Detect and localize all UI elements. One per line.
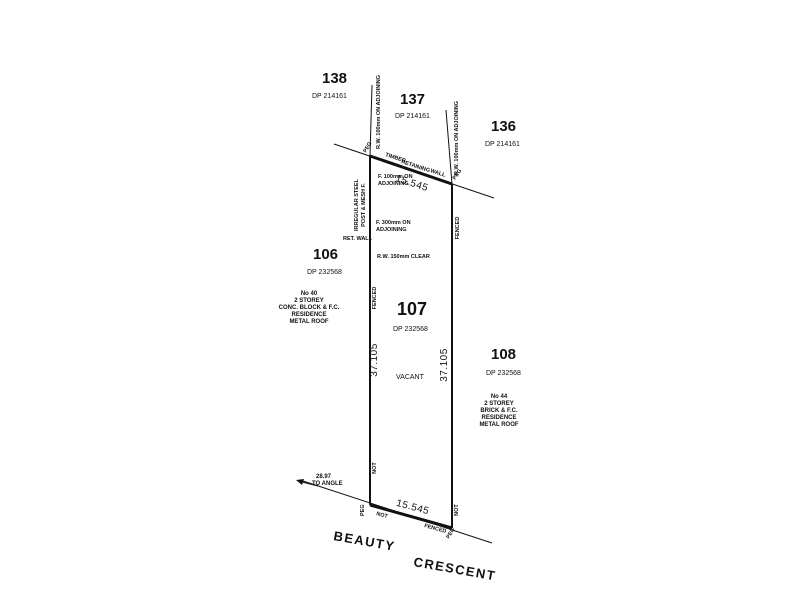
to-angle-arrowhead [296,479,304,485]
peg-bottom-right: PEG [446,527,457,540]
lot-106-number: 106 [313,246,338,263]
lot-136-number: 136 [491,118,516,135]
annotation-steel-post: POST & MESH F. [361,183,367,227]
annotation-wall: WALL [429,168,446,179]
dimension-to-angle-label: TO ANGLE [312,481,343,487]
residence-east-line: METAL ROOF [479,422,518,428]
lot-137-number: 137 [400,91,425,108]
annotation-fenced-bottom: FENCED [423,523,446,535]
residence-west-line: 2 STOREY [294,298,324,304]
dimension-left: 37.105 [369,343,380,377]
rw-top-right: R.W. 100mm ON ADJOINING [454,101,460,175]
peg-bottom-left: PEG [360,504,366,516]
annotation-rw150: R.W. 150mm CLEAR [377,254,430,260]
street-name-beauty: BEAUTY [332,528,396,554]
lot-107-frontage [369,503,453,530]
residence-east-line: RESIDENCE [481,415,516,421]
lot-107-status: VACANT [396,374,425,381]
annotation-not-left: NOT [372,462,378,474]
lot-137-dp: DP 214161 [395,113,430,120]
residence-east-line: No 44 [491,394,508,400]
residence-west-line: RESIDENCE [291,312,326,318]
lot-138-dp: DP 214161 [312,93,347,100]
annotation-fenced-right: FENCED [455,217,461,240]
lot-107-dp: DP 232568 [393,326,428,333]
annotation-ret-wall: RET. WALL [343,236,373,242]
residence-east: No 44 2 STOREY BRICK & F.C. RESIDENCE ME… [479,394,518,428]
peg-top-right: PEG [452,168,464,181]
street-name-crescent: CRESCENT [412,554,497,583]
residence-east-line: BRICK & F.C. [480,408,518,414]
dimension-right: 37.105 [439,348,450,382]
residence-west-line: METAL ROOF [289,319,328,325]
residence-west: No 40 2 STOREY CONC. BLOCK & F.C. RESIDE… [279,291,340,325]
annotation-f100-line: F. 100mm ON [378,174,413,180]
adjoining-boundary-west [369,84,373,157]
residence-west-line: CONC. BLOCK & F.C. [279,305,340,311]
lot-107-number: 107 [397,299,427,319]
lot-108-number: 108 [491,346,516,363]
annotation-not-right: NOT [454,504,460,516]
annotation-f300-line: F. 300mm ON [376,220,411,226]
peg-top-left: PEG [363,141,374,154]
lot-108-dp: DP 232568 [486,370,521,377]
residence-west-line: No 40 [301,291,318,297]
lot-106-dp: DP 232568 [307,269,342,276]
annotation-steel-post: IRREGULAR STEEL [354,178,360,231]
annotation-fenced-left: FENCED [372,287,378,310]
annotation-not-bottom: NOT [375,511,388,520]
adjoining-boundary-east [445,109,453,185]
dimension-to-angle: 28.97 [316,474,332,480]
lot-107-rear-boundary [369,154,453,186]
lot-136-dp: DP 214161 [485,141,520,148]
rw-top-left: R.W. 100mm ON ADJOINING [376,75,382,149]
annotation-f100-line: ADJOINING [378,181,409,187]
lot-138-number: 138 [322,70,347,87]
residence-east-line: 2 STOREY [484,401,514,407]
annotation-f300-line: ADJOINING [376,227,407,233]
